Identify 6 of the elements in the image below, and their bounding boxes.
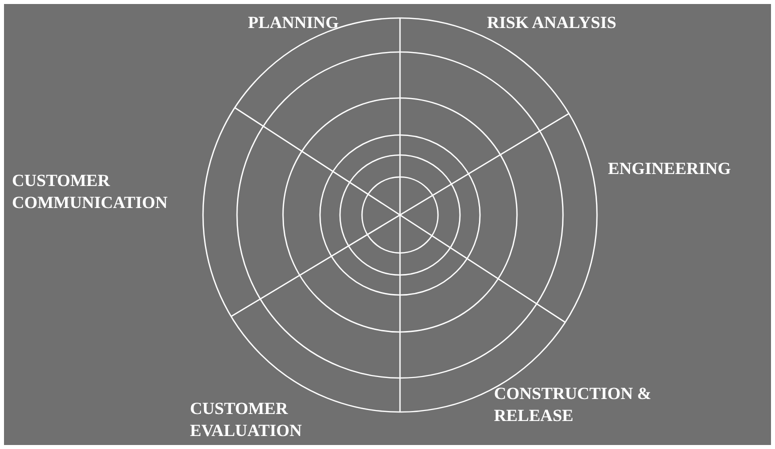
sector-label: CUSTOMER EVALUATION: [190, 398, 303, 442]
sector-label: PLANNING: [248, 12, 340, 34]
sector-label: CONSTRUCTION & RELEASE: [494, 383, 652, 427]
sector-label: ENGINEERING: [608, 158, 732, 180]
sector-label: CUSTOMER COMMUNICATION: [12, 170, 169, 214]
sector-label: RISK ANALYSIS: [487, 12, 618, 34]
